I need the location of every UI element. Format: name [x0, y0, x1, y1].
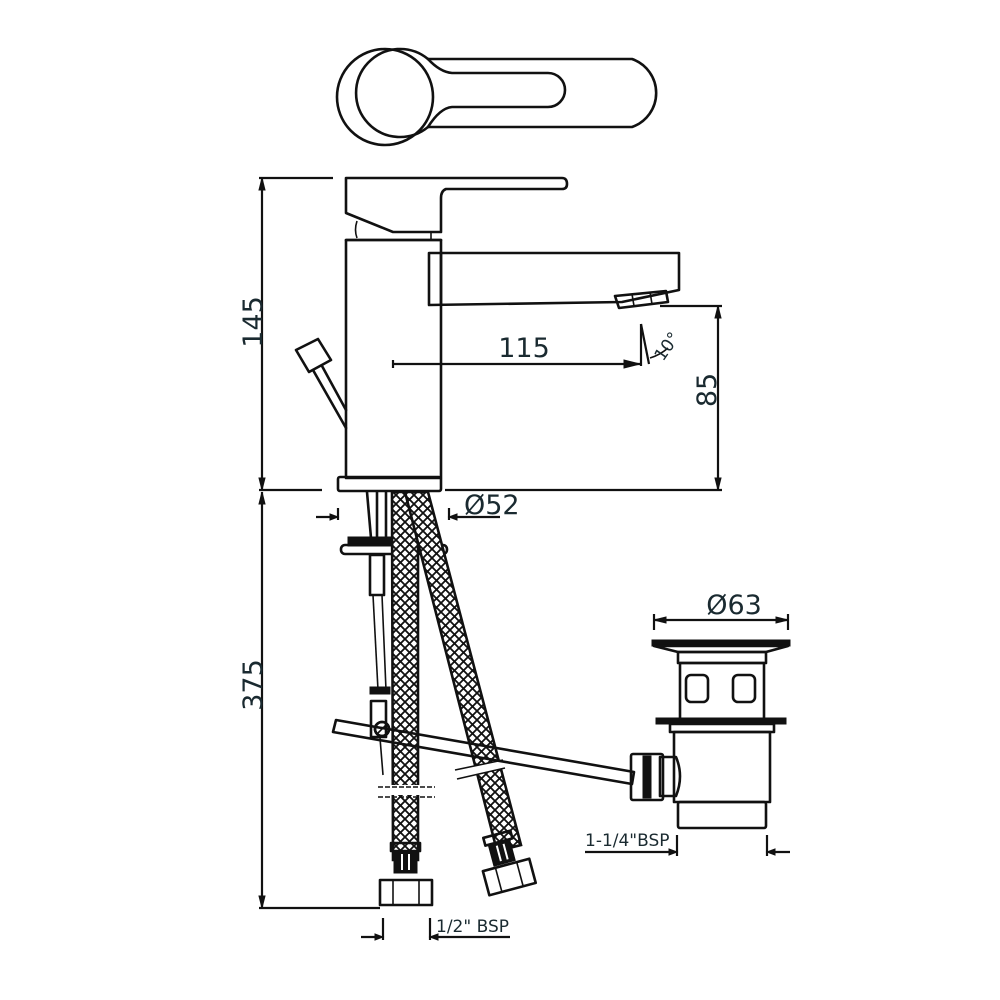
braided-hoses — [378, 490, 538, 907]
popup-rod-knob — [294, 337, 348, 430]
dim-waste-thread: 1-1/4"BSP — [585, 831, 790, 856]
dim-length-375: 375 — [238, 491, 380, 910]
popup-waste — [629, 639, 791, 830]
label-85: 85 — [692, 373, 723, 407]
dim-reach-115: 115 10° — [391, 323, 685, 369]
dim-waste-diameter: Ø63 — [652, 590, 790, 630]
label-inlet-thread: 1/2" BSP — [436, 917, 509, 937]
label-145: 145 — [238, 296, 269, 348]
label-63: Ø63 — [706, 590, 762, 621]
label-52: Ø52 — [464, 490, 520, 521]
lever-top-view — [335, 47, 658, 147]
label-375: 375 — [238, 659, 269, 711]
mixer-side-view — [294, 176, 681, 493]
label-waste-thread: 1-1/4"BSP — [585, 831, 670, 851]
label-angle: 10° — [651, 329, 685, 365]
dim-base-diameter: Ø52 — [316, 490, 520, 521]
label-115: 115 — [498, 333, 550, 364]
dim-inlet-thread: 1/2" BSP — [361, 917, 510, 941]
hose-angled — [403, 490, 523, 853]
dim-height-145: 145 — [238, 176, 333, 492]
hose-straight — [390, 490, 420, 862]
dim-height-85: 85 — [445, 304, 723, 492]
